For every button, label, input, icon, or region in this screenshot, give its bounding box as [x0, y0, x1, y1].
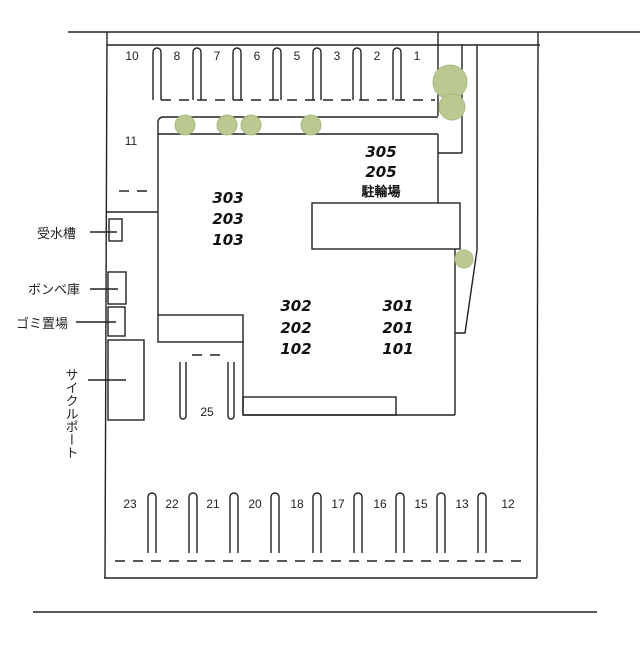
bottom-parking-numbers: 23 22 21 20 18 17 16 15 13 12 — [123, 497, 515, 511]
unit-number: 302 — [280, 297, 311, 315]
unit-number: 203 — [212, 210, 243, 228]
water-tank-label: 受水槽 — [37, 227, 76, 242]
building-outline — [107, 116, 461, 416]
gas-storage-label: ボンベ庫 — [28, 283, 80, 298]
space-number: 2 — [374, 49, 381, 63]
space-number: 10 — [125, 49, 139, 63]
tree-icon — [300, 114, 322, 136]
space-number: 3 — [334, 49, 341, 63]
tree-icon — [438, 93, 466, 121]
space-number: 25 — [200, 405, 214, 419]
top-parking-numbers: 10 8 7 6 5 3 2 1 11 — [125, 49, 421, 148]
space-number: 5 — [294, 49, 301, 63]
top-parking-dividers — [152, 47, 435, 101]
unit-number: 103 — [212, 231, 243, 249]
space-number: 18 — [290, 497, 304, 511]
trees — [174, 64, 474, 269]
space-number: 1 — [414, 49, 421, 63]
space-number: 22 — [165, 497, 179, 511]
unit-number: 102 — [280, 340, 311, 358]
space-number: 8 — [174, 49, 181, 63]
space-number: 7 — [214, 49, 221, 63]
bicycle-parking-area — [311, 202, 461, 250]
unit-labels: 303 203 103 305 205 駐輪場 302 202 102 301 … — [212, 143, 413, 358]
unit-number: 205 — [365, 163, 396, 181]
space-number: 20 — [248, 497, 262, 511]
space-number: 16 — [373, 497, 387, 511]
tree-icon — [216, 114, 238, 136]
space-number: 23 — [123, 497, 137, 511]
unit-number: 305 — [365, 143, 396, 161]
unit-number: 201 — [382, 319, 413, 337]
tree-icon — [454, 249, 474, 269]
bicycle-parking-label: 駐輪場 — [361, 184, 400, 200]
tree-icon — [240, 114, 262, 136]
water-tank — [108, 218, 123, 242]
space-number: 12 — [501, 497, 515, 511]
space-number: 17 — [331, 497, 345, 511]
garbage-label: ゴミ置場 — [16, 316, 68, 332]
space-number: 6 — [254, 49, 261, 63]
parking-space-25: 25 — [179, 354, 235, 420]
space-number: 21 — [206, 497, 220, 511]
facilities: 受水槽 ボンベ庫 ゴミ置場 サイクルポート — [16, 218, 145, 459]
space-number: 13 — [455, 497, 469, 511]
site-boundary — [33, 31, 640, 613]
cycle-port-label: サイクルポート — [63, 368, 78, 459]
unit-number: 202 — [280, 319, 311, 337]
unit-number: 303 — [212, 189, 243, 207]
unit-number: 301 — [382, 297, 413, 315]
space-number: 15 — [414, 497, 428, 511]
bottom-parking-dividers — [115, 492, 525, 562]
space-number: 11 — [125, 134, 138, 148]
gas-storage — [107, 271, 127, 305]
tree-icon — [174, 114, 196, 136]
unit-number: 101 — [382, 340, 413, 358]
